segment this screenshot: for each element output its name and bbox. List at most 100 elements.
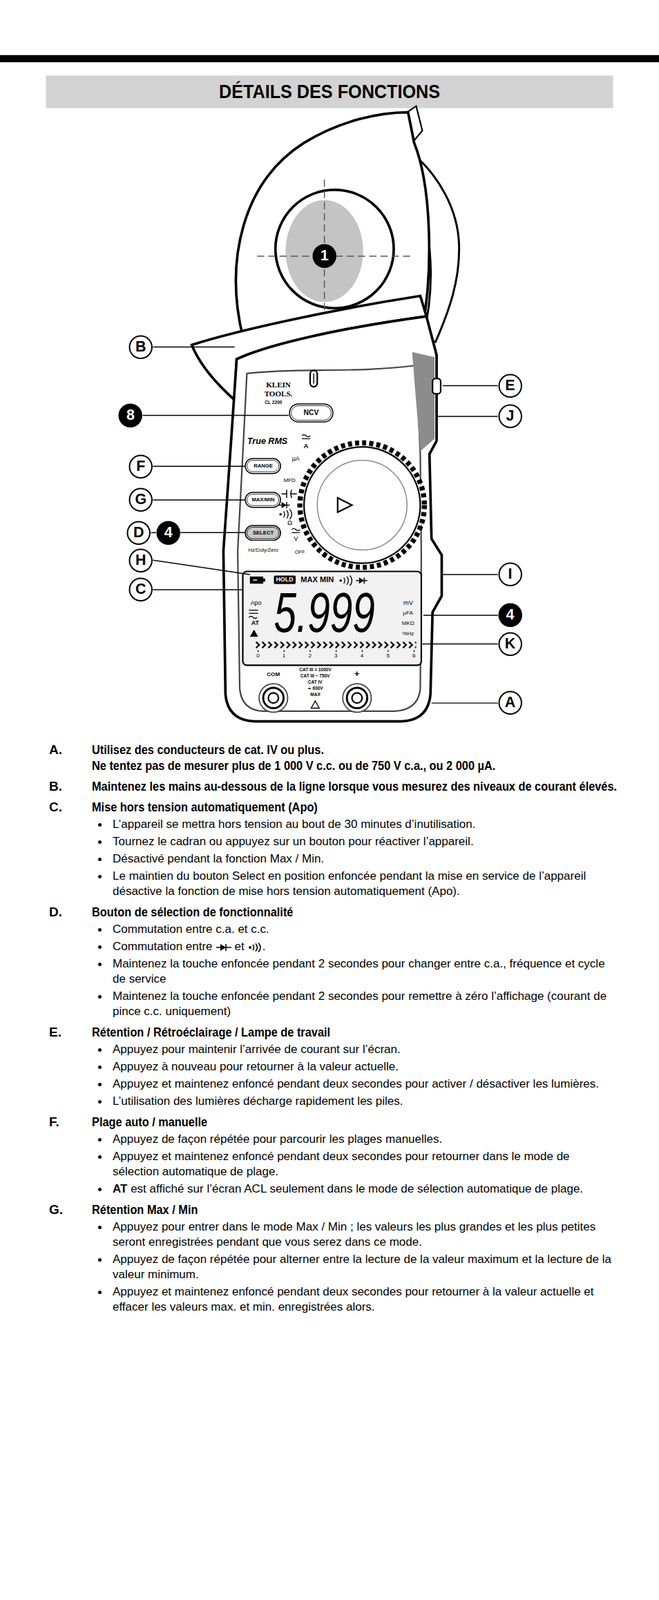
bar-graph [254,641,416,650]
battery-icon [252,579,257,581]
list-text: Rétention Max / Min [91,1201,617,1218]
list-text: Appuyez et maintenez enfoncé pendant deu… [112,1285,595,1314]
bar-scale-ticks [258,650,415,653]
list-text: Bouton de sélection de fonctionnalité [91,904,617,921]
indicator-box [273,575,295,584]
meter-marking: 2 [308,653,312,659]
meter-marking: mV [403,599,414,607]
bullet-item: Appuyez et maintenez enfoncé pendant deu… [91,1284,617,1316]
leader-connector [153,466,246,467]
leader-connector [142,415,289,416]
function-item: B.Maintenez les mains au-dessous de la l… [49,778,617,795]
list-text: Appuyez pour entrer dans le mode Max / M… [112,1220,596,1249]
bullet-item: Appuyez et maintenez enfoncé pendant deu… [91,1076,617,1093]
meter-marking: V [293,535,298,543]
warning-triangle [310,701,320,709]
list-text: Appuyez à nouveau pour retourner à la va… [112,1060,399,1074]
list-text: Le maintien du bouton Select en position… [112,869,586,899]
item-heading: Bouton de sélection de fonctionnalité [91,904,617,921]
leader-line [422,643,498,645]
leader-line [442,574,499,575]
function-item: G. Rétention Max / MinAppuyez pour entrer… [49,1201,617,1316]
callout-circle [156,521,179,544]
callout-label: C [135,582,146,597]
bullet-dot [98,1226,102,1230]
meter-marking: 4 [360,653,365,659]
diode-symbol [216,943,232,952]
bullet-item: Commutation entreet. [91,939,617,955]
side-button [432,378,441,394]
callout-marker: 4 [156,520,181,546]
plus-jack [351,692,362,704]
meter-face [237,365,422,712]
bullet-item: Appuyez à nouveau pour retourner à la va… [91,1059,617,1075]
plus-jack [346,688,368,709]
callout-circle [127,521,150,544]
callout-label: D [133,525,144,541]
item-heading: Mise hors tension automatiquement (Apo) [91,799,617,816]
leader-lines [153,346,499,704]
list-text: Appuyez et maintenez enfoncé pendant deu… [112,1077,599,1091]
callout-marker: D [126,520,151,546]
list-text: E. [49,1025,62,1040]
meter-button: MAX/MIN [244,491,282,509]
meter-marking: COM [266,672,280,678]
list-text: G. [49,1202,63,1218]
bullet-dot [98,1100,102,1104]
button-label: MAX/MIN [251,497,275,503]
bullet-dot [98,1258,102,1263]
callout-label: 8 [126,408,135,423]
function-item: D.Bouton de sélection de fonctionnalitéC… [49,904,617,1020]
item-letter: G. [49,1201,92,1316]
list-text: L’utilisation des lumières décharge rapi… [112,1094,404,1109]
meter-marking: True RMS [247,437,288,447]
callout-label: H [135,553,146,568]
continuity-symbol [339,579,342,583]
callout-circle [129,455,152,478]
meter-marking: µA [292,455,300,463]
diode-symbol [359,577,365,584]
callout-marker: 8 [118,403,143,428]
bullet-item: Appuyez de façon répétée pour alterner e… [91,1252,617,1283]
continuity-symbol [283,509,293,520]
button-outline [289,404,333,423]
bullet-dot [98,857,102,862]
bullet-dot [98,875,102,879]
meter-marking: A [303,442,309,450]
diode-symbol [220,944,226,952]
button-label: NCV [303,409,320,417]
item-letter: B. [49,778,92,795]
callout-label: 1 [320,248,329,264]
dial-ring [317,460,407,550]
continuity-symbol [248,946,252,950]
function-item: C.Mise hors tension automatiquement (Apo… [49,799,617,900]
callout-label: J [505,408,514,424]
item-letter: C. [49,799,92,900]
bullet-item: L’utilisation des lumières décharge rapi… [91,1094,617,1110]
continuity-symbol [247,942,262,953]
leader-line [442,385,499,387]
bullet-dot [98,1138,102,1142]
leader-line [153,589,244,590]
bullet-item: Le maintien du bouton Select en position… [91,868,617,900]
leader-line [153,466,246,468]
callout-circle [498,405,521,428]
meter-marking: 6 [412,653,416,659]
bullet-dot [98,1155,102,1160]
callout-marker: C [128,577,153,602]
callout-circle [129,489,152,512]
meter-marking: OFF [294,549,306,555]
callout-marker: J [498,404,523,429]
callout-label: B [135,339,146,355]
bullet-dot [98,995,102,999]
bullet-item: ATest affiché sur l’écran ACL seulement … [91,1181,617,1198]
meter-body [223,316,442,722]
bullet-dot [98,1083,102,1087]
page-title: DÉTAILS DES FONCTIONS [73,80,586,104]
callout-marker: K [498,632,523,657]
jack-bezel [259,683,288,713]
meter-marking: KLEIN [265,381,291,389]
list-text: B. [49,779,63,794]
meter-marking: MFD [283,478,296,484]
callout-marker: A [498,690,523,715]
